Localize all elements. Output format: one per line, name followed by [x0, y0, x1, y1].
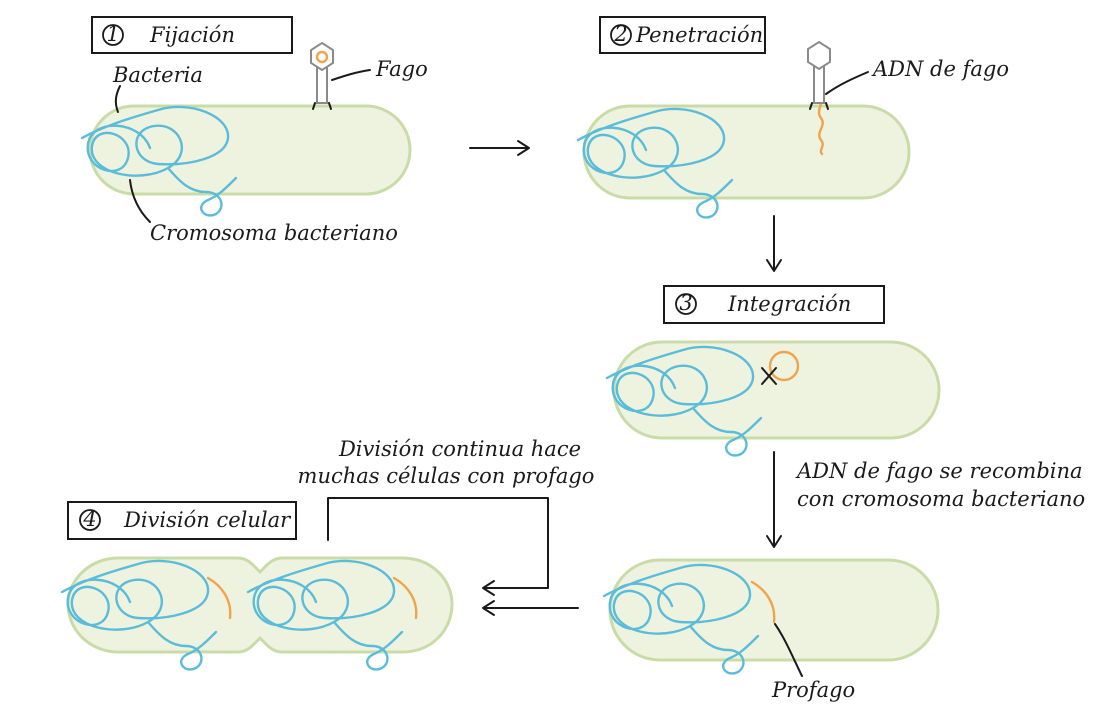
step-4-number: 4	[82, 507, 96, 531]
profago-leader-line	[774, 623, 803, 677]
arrow-step2-to-step3	[766, 215, 782, 272]
label-adn-de-fago: ADN de fago	[871, 57, 1009, 81]
label-recombina-2: con cromosoma bacteriano	[797, 487, 1085, 511]
integrated-prophage	[750, 580, 776, 624]
arrow-step1-to-step2	[469, 140, 530, 156]
bacterium-3	[605, 340, 941, 457]
step-2-number: 2	[613, 22, 627, 46]
phage-dna-circle	[768, 350, 800, 382]
step-1-box: 1 Fijación	[91, 16, 293, 54]
bacterium-2	[576, 94, 911, 219]
bacteria-leader-line	[114, 85, 121, 113]
step-3-box: 3 Integración	[663, 285, 885, 324]
dividing-cells-outline	[66, 556, 454, 654]
dividing-cells	[60, 556, 454, 671]
step-3-number: 3	[679, 291, 692, 315]
bacterium-with-prophage	[602, 558, 940, 675]
phage-dna-packed-1	[315, 50, 329, 64]
injected-phage-dna	[817, 94, 824, 156]
phage-1	[310, 41, 334, 110]
label-division-continua-2: muchas células con profago	[298, 464, 595, 488]
label-division-continua-1: División continua hace	[338, 437, 581, 461]
daughter-prophage-1	[206, 576, 232, 620]
cromosoma-leader-line	[129, 179, 151, 223]
adn-fago-leader-line	[825, 71, 869, 95]
step-4-title: División celular	[123, 508, 292, 532]
step-1-number: 1	[106, 22, 119, 46]
arrow-continuous-division	[327, 497, 549, 596]
bacterium-1	[80, 104, 412, 217]
recombination-cross	[761, 367, 777, 385]
step-3-title: Integración	[727, 292, 851, 316]
label-recombina-1: ADN de fago se recombina	[795, 459, 1083, 483]
label-bacteria: Bacteria	[112, 63, 203, 87]
step-2-title: Penetración	[635, 23, 763, 47]
step-4-box: 4 División celular	[67, 501, 297, 540]
phage-2	[807, 40, 831, 110]
step-2-box: 2 Penetración	[599, 16, 766, 54]
arrow-to-division	[482, 600, 579, 616]
label-profago: Profago	[771, 678, 855, 702]
label-fago: Fago	[375, 57, 428, 81]
daughter-prophage-2	[392, 576, 418, 620]
label-cromosoma-bacteriano: Cromosoma bacteriano	[150, 221, 398, 245]
arrow-step3-to-prophage	[766, 451, 782, 548]
fago-leader-line	[331, 69, 371, 81]
step-1-title: Fijación	[149, 23, 235, 47]
